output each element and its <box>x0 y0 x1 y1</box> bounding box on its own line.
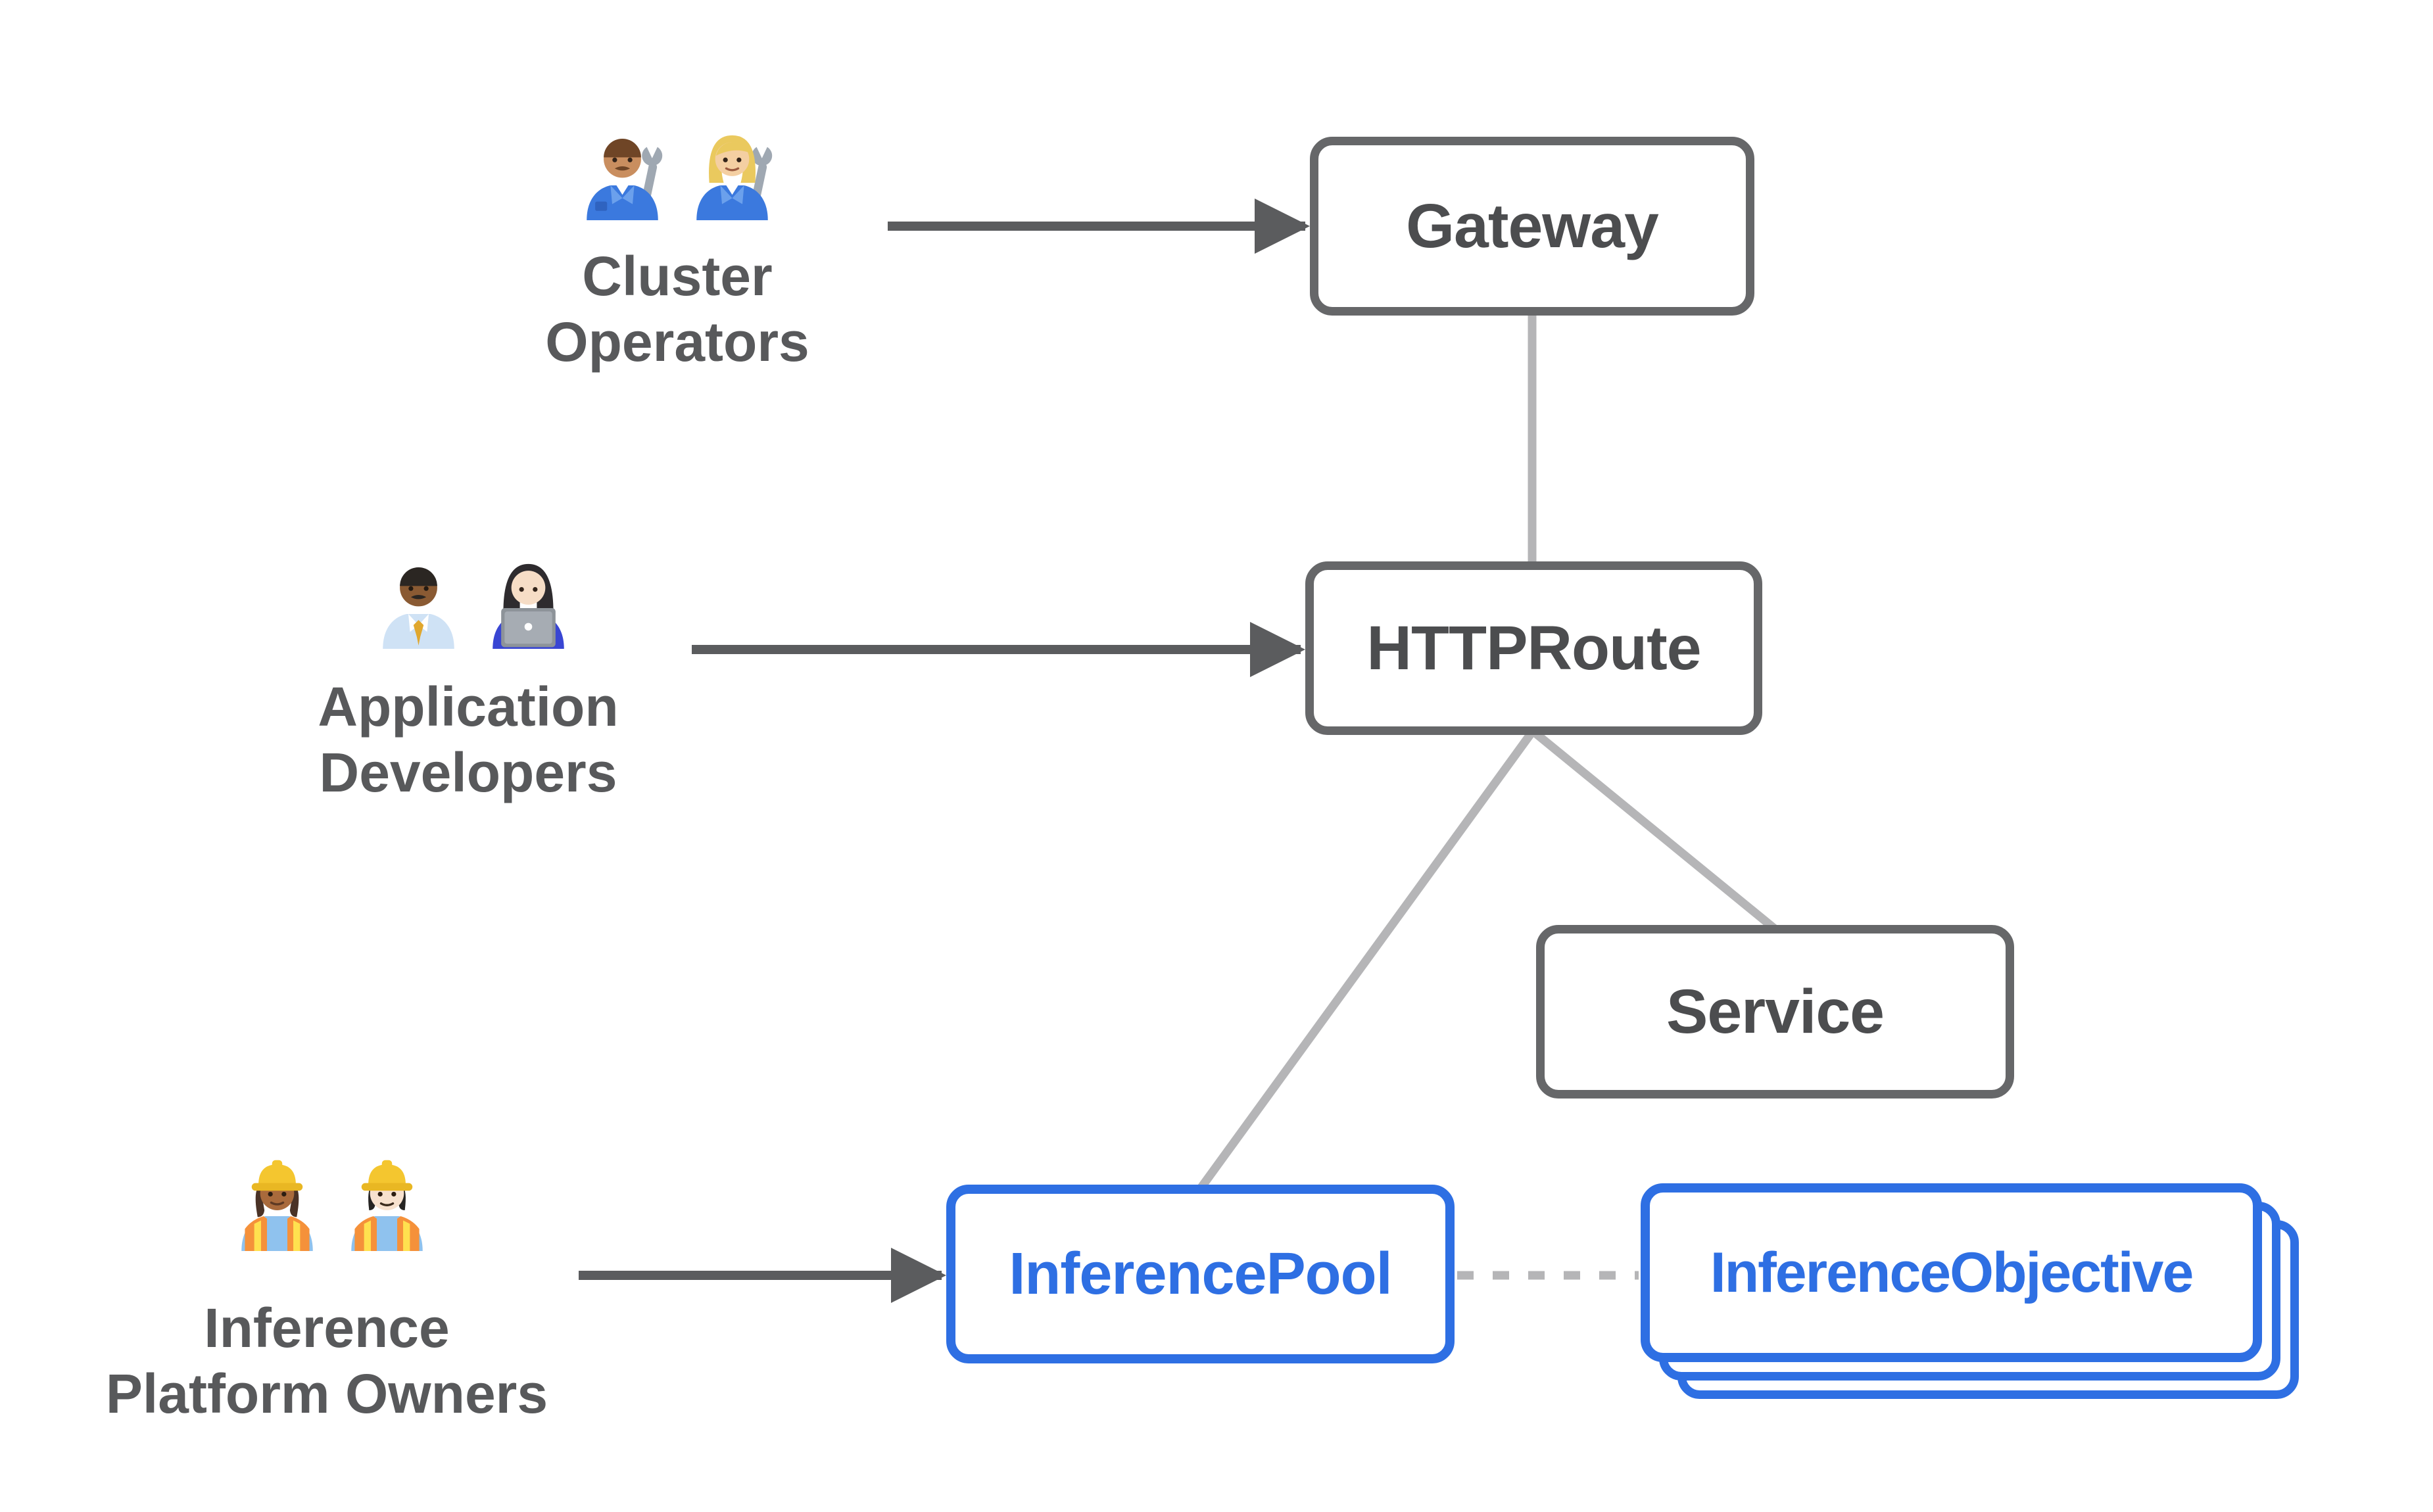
inference-pool-node: InferencePool <box>946 1185 1455 1363</box>
gateway-node: Gateway <box>1310 137 1754 316</box>
inference-objective-node: InferenceObjective <box>1641 1183 2262 1362</box>
woman-technologist-emoji <box>493 563 564 649</box>
cluster-operators-icons <box>571 118 783 220</box>
man-mechanic-emoji <box>587 139 663 220</box>
application-developers-label-line2: Developers <box>319 742 617 803</box>
application-developers-label-line1: Application <box>318 676 619 738</box>
cluster-operators-label: Cluster Operators <box>381 243 973 375</box>
cluster-operators-label-line2: Operators <box>545 311 809 373</box>
inference-objective-node-label: InferenceObjective <box>1710 1240 2194 1304</box>
service-node-label: Service <box>1666 976 1885 1047</box>
cluster-operators-label-line1: Cluster <box>582 245 773 307</box>
inference-platform-owners-label-line1: Inference <box>204 1297 450 1359</box>
woman-mechanic-emoji <box>696 135 773 220</box>
httproute-node: HTTPRoute <box>1305 561 1762 735</box>
application-developers-icons <box>368 547 579 649</box>
edge-httproute-service <box>1530 727 1777 932</box>
inference-platform-owners-label: Inference Platform Owners <box>31 1295 623 1427</box>
inference-platform-owners-label-line2: Platform Owners <box>105 1363 548 1425</box>
inference-pool-node-label: InferencePool <box>1009 1240 1392 1307</box>
woman-construction-worker-emoji <box>241 1160 313 1251</box>
application-developers-label: Application Developers <box>172 674 764 805</box>
man-construction-worker-emoji <box>351 1160 423 1251</box>
gateway-node-label: Gateway <box>1406 191 1659 261</box>
service-node: Service <box>1536 925 2014 1099</box>
httproute-node-label: HTTPRoute <box>1366 613 1701 683</box>
edge-httproute-inferencepool <box>1197 728 1537 1190</box>
inference-platform-owners-icons <box>226 1149 438 1251</box>
man-office-worker-emoji <box>383 567 454 649</box>
